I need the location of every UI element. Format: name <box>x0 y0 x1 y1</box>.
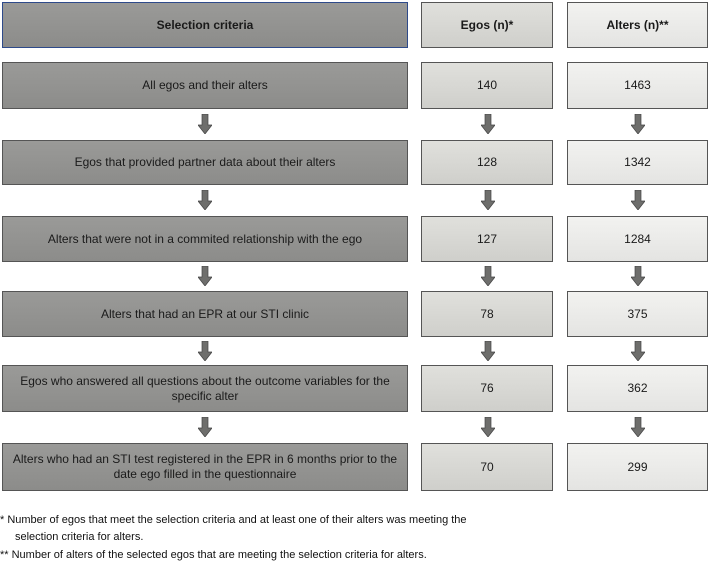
alters-count-3-value: 1284 <box>624 231 651 246</box>
egos-count-4: 78 <box>421 291 553 337</box>
egos-count-6-value: 70 <box>480 459 494 474</box>
criteria-step-5: Egos who answered all questions about th… <box>2 365 408 412</box>
down-arrow-icon <box>198 266 212 286</box>
egos-count-2: 128 <box>421 140 553 185</box>
down-arrow-icon <box>631 266 645 286</box>
egos-count-6: 70 <box>421 443 553 491</box>
down-arrow-icon <box>481 417 495 437</box>
egos-count-2-value: 128 <box>476 155 498 169</box>
egos-count-1: 140 <box>421 62 553 109</box>
egos-count-5-value: 76 <box>480 381 494 395</box>
footnote-alters: ** Number of alters of the selected egos… <box>0 549 427 561</box>
alters-count-5-value: 362 <box>627 381 648 395</box>
alters-count-5: 362 <box>567 365 708 412</box>
criteria-step-2: Egos that provided partner data about th… <box>2 140 408 185</box>
egos-header: Egos (n)* <box>421 2 553 48</box>
alters-count-2: 1342 <box>567 140 708 185</box>
down-arrow-icon <box>631 114 645 134</box>
alters-count-2-value: 1342 <box>624 155 651 169</box>
down-arrow-icon <box>198 341 212 361</box>
egos-count-3-value: 127 <box>476 231 498 246</box>
egos-count-1-value: 140 <box>476 78 498 92</box>
alters-count-4: 375 <box>567 291 708 337</box>
criteria-step-4: Alters that had an EPR at our STI clinic <box>2 291 408 337</box>
alters-count-6-value: 299 <box>627 459 648 474</box>
egos-count-3: 127 <box>421 216 553 262</box>
down-arrow-icon <box>631 417 645 437</box>
egos-header-label: Egos (n)* <box>460 17 514 32</box>
criteria-step-2-label: Egos that provided partner data about th… <box>74 155 336 169</box>
criteria-step-1-label: All egos and their alters <box>142 78 268 92</box>
down-arrow-icon <box>198 417 212 437</box>
alters-count-1: 1463 <box>567 62 708 109</box>
alters-count-1-value: 1463 <box>624 78 651 92</box>
criteria-step-6: Alters who had an STI test registered in… <box>2 443 408 491</box>
criteria-step-4-label: Alters that had an EPR at our STI clinic <box>100 306 310 321</box>
egos-count-5: 76 <box>421 365 553 412</box>
alters-count-3: 1284 <box>567 216 708 262</box>
egos-count-4-value: 78 <box>480 306 494 321</box>
alters-count-4-value: 375 <box>627 306 648 321</box>
footnote-egos-line2: selection criteria for alters. <box>15 531 144 543</box>
alters-header-label: Alters (n)** <box>606 17 669 32</box>
criteria-header: Selection criteria <box>2 2 408 48</box>
criteria-step-1: All egos and their alters <box>2 62 408 109</box>
criteria-step-3-label: Alters that were not in a commited relat… <box>47 231 363 246</box>
down-arrow-icon <box>631 341 645 361</box>
footnote-egos-line1: * Number of egos that meet the selection… <box>0 514 467 526</box>
down-arrow-icon <box>481 114 495 134</box>
down-arrow-icon <box>481 190 495 210</box>
criteria-step-5-label: Egos who answered all questions about th… <box>20 373 390 403</box>
criteria-step-3: Alters that were not in a commited relat… <box>2 216 408 262</box>
criteria-header-label: Selection criteria <box>156 17 254 32</box>
criteria-step-6-label: Alters who had an STI test registered in… <box>12 452 398 481</box>
down-arrow-icon <box>481 341 495 361</box>
down-arrow-icon <box>198 190 212 210</box>
down-arrow-icon <box>631 190 645 210</box>
alters-header: Alters (n)** <box>567 2 708 48</box>
alters-count-6: 299 <box>567 443 708 491</box>
down-arrow-icon <box>481 266 495 286</box>
down-arrow-icon <box>198 114 212 134</box>
